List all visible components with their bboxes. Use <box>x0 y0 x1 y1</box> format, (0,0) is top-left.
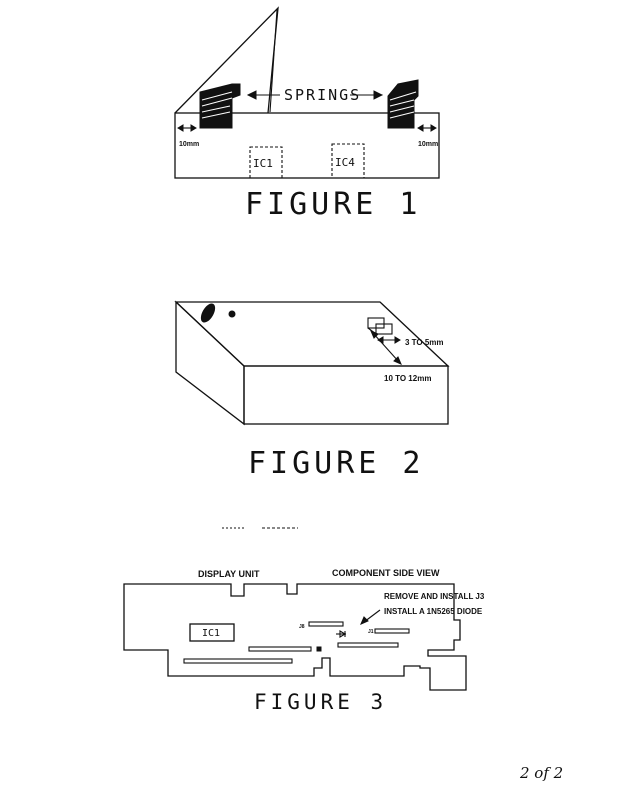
figure-3: DISPLAY UNIT COMPONENT SIDE VIEW REMOVE … <box>123 527 485 714</box>
fig3-connector-j8 <box>308 621 344 627</box>
fig1-left-spring <box>199 83 241 129</box>
fig3-square-pad <box>316 646 322 652</box>
fig3-caption: FIGURE 3 <box>254 690 387 714</box>
fig1-left-dim-arrow <box>177 124 197 132</box>
fig3-install-note: INSTALL A 1N5265 DIODE <box>384 607 483 616</box>
fig1-springs-right-arrow <box>350 90 384 100</box>
fig1-ic1-box <box>249 146 283 179</box>
figure-1: SPRINGS 10mm 10mm IC1 IC4 FIGURE 1 <box>174 6 440 222</box>
fig3-connector-middle <box>248 646 312 652</box>
fig3-ic1-label: IC1 <box>202 628 220 639</box>
fig1-ic4-label: IC4 <box>335 156 355 169</box>
fig2-caption: FIGURE 2 <box>248 446 425 481</box>
fig2-dot-mark <box>228 310 236 318</box>
fig3-j8-label: J8 <box>299 624 305 630</box>
fig3-ic1-box <box>189 623 235 642</box>
fig1-right-dim-arrow <box>417 124 437 132</box>
fig3-display-unit: DISPLAY UNIT <box>198 569 260 579</box>
fig2-oval-mark <box>200 303 216 323</box>
fig2-large-dim-arrow <box>370 330 402 365</box>
fig1-springs-label: SPRINGS <box>284 86 361 104</box>
fig3-remove-note: REMOVE AND INSTALL J3 <box>384 592 485 601</box>
fig1-right-dim: 10mm <box>418 141 438 148</box>
figure-2: 3 TO 5mm 10 TO 12mm FIGURE 2 <box>174 300 450 481</box>
fig2-box-front <box>243 365 449 425</box>
fig1-ic4-box <box>331 143 365 179</box>
fig1-ic1-label: IC1 <box>253 157 273 170</box>
page-number: 2 of 2 <box>519 764 563 782</box>
fig3-diode-symbol <box>336 630 347 638</box>
fig2-box-left <box>175 300 245 426</box>
fig1-left-dim: 10mm <box>179 141 199 148</box>
fig1-flap <box>174 6 279 114</box>
fig2-dim-large: 10 TO 12mm <box>384 374 431 383</box>
fig1-right-spring <box>387 79 419 129</box>
fig1-springs-left-arrow <box>246 90 280 100</box>
fig3-connector-bottom <box>183 658 293 664</box>
fig2-dim-small: 3 TO 5mm <box>405 338 444 347</box>
fig3-install-arrow <box>360 609 381 625</box>
fig3-component-side: COMPONENT SIDE VIEW <box>332 568 440 578</box>
fig1-board <box>174 112 440 179</box>
fig3-connector-lower-right <box>337 642 399 648</box>
fig3-j1-label: J1 <box>368 629 374 635</box>
fig3-board <box>123 583 467 691</box>
fig1-caption: FIGURE 1 <box>245 187 422 222</box>
fig3-connector-j1 <box>374 628 410 634</box>
fig2-box-top <box>174 301 450 367</box>
